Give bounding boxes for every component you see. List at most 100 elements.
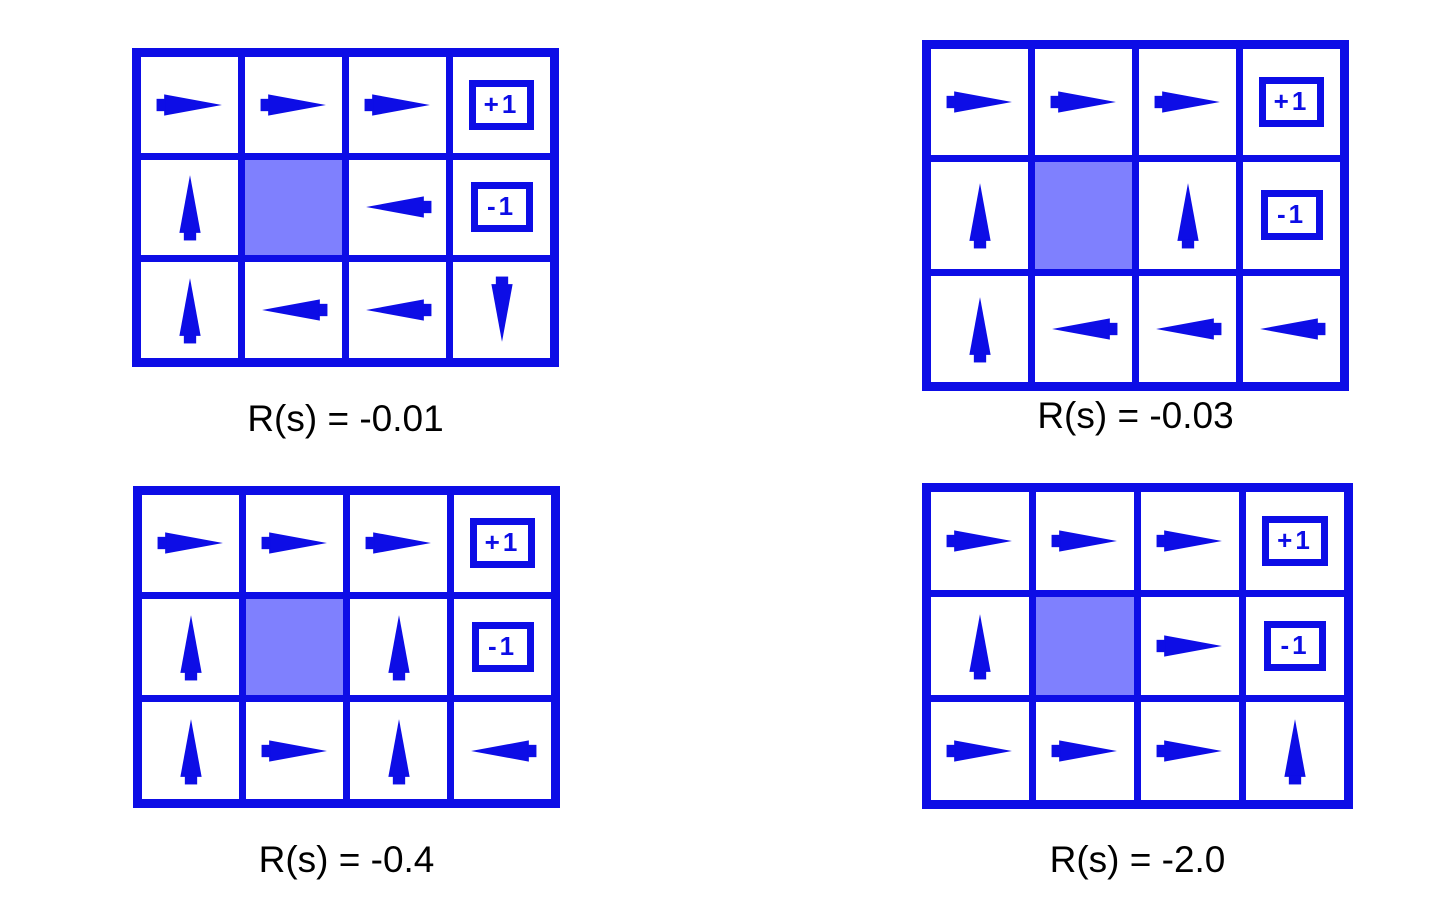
arrow-glyph: [365, 532, 431, 554]
terminal-reward-positive: +1: [469, 518, 536, 569]
arrow-glyph: [1156, 740, 1222, 762]
arrow-right-icon: [257, 723, 333, 779]
policy-cell: [1243, 275, 1340, 382]
arrow-glyph: [1156, 635, 1222, 657]
blocked-cell: [1035, 162, 1132, 269]
arrow-left-icon: [465, 723, 541, 779]
panel-top-right: +1-1: [922, 40, 1349, 391]
arrow-right-icon: [1152, 618, 1228, 674]
arrow-right-icon: [1047, 723, 1123, 779]
blocked-cell: [245, 159, 342, 256]
policy-cell: [350, 702, 447, 799]
terminal-cell: -1: [453, 159, 550, 256]
arrow-glyph: [946, 740, 1012, 762]
panel-caption-top-right: R(s) = -0.03: [1037, 395, 1234, 436]
terminal-cell: -1: [1246, 597, 1344, 695]
policy-cell: [141, 57, 238, 153]
arrow-up-icon: [952, 291, 1008, 367]
policy-cell: [246, 702, 343, 799]
arrow-right-icon: [1152, 513, 1228, 569]
arrow-glyph: [1051, 740, 1117, 762]
policy-cell: [1139, 275, 1236, 382]
arrow-right-icon: [1046, 74, 1122, 130]
policy-cell: [245, 262, 342, 358]
policy-cell: [245, 57, 342, 153]
blocked-cell: [246, 598, 343, 696]
policy-cell: [349, 159, 446, 256]
arrow-glyph: [261, 532, 327, 554]
arrow-glyph: [968, 296, 991, 363]
arrow-glyph: [156, 94, 222, 116]
arrow-right-icon: [256, 77, 332, 133]
policy-cell: [142, 702, 239, 799]
arrow-glyph: [179, 718, 202, 785]
arrow-right-icon: [153, 515, 229, 571]
terminal-reward-negative: -1: [1260, 190, 1323, 241]
arrow-glyph: [365, 299, 431, 321]
arrow-glyph: [365, 196, 431, 219]
arrow-glyph: [1176, 183, 1199, 249]
policy-cell: [1035, 275, 1132, 382]
policy-cell: [1141, 492, 1239, 590]
policy-cell: [931, 275, 1028, 382]
arrow-glyph: [946, 91, 1012, 113]
policy-cell: [453, 262, 550, 358]
policy-cell: [931, 49, 1028, 156]
policy-cell: [350, 598, 447, 696]
arrow-up-icon: [371, 609, 427, 685]
terminal-reward-negative: -1: [470, 182, 533, 233]
policy-cell: [142, 495, 239, 592]
arrow-glyph: [969, 614, 991, 680]
policy-cell: [1036, 492, 1134, 590]
policy-grid-panel-bottom-left: +1 -1: [133, 486, 560, 808]
policy-cell: [349, 57, 446, 153]
arrow-right-icon: [360, 77, 436, 133]
policy-cell: [1035, 49, 1132, 156]
arrow-glyph: [157, 532, 223, 554]
arrow-glyph: [1156, 530, 1222, 552]
policy-cell: [931, 597, 1029, 695]
panel-bottom-left: +1 -1: [133, 486, 560, 808]
arrow-glyph: [946, 530, 1012, 552]
arrow-right-icon: [942, 723, 1018, 779]
terminal-reward-negative: -1: [1264, 621, 1326, 671]
arrow-glyph: [1284, 719, 1306, 785]
arrow-glyph: [364, 94, 430, 116]
terminal-reward-positive: +1: [468, 79, 535, 130]
blocked-cell: [1036, 597, 1134, 695]
arrow-right-icon: [1152, 723, 1228, 779]
arrow-left-icon: [360, 179, 436, 235]
arrow-left-icon: [1150, 301, 1226, 357]
policy-cell: [1036, 702, 1134, 800]
arrow-up-icon: [162, 272, 218, 348]
arrow-glyph: [178, 175, 201, 241]
arrow-left-icon: [256, 282, 332, 338]
arrow-up-icon: [163, 713, 219, 789]
policy-cell: [1246, 702, 1344, 800]
panel-caption-bottom-left: R(s) = -0.4: [258, 839, 435, 880]
arrow-glyph: [1051, 530, 1117, 552]
policy-cell: [454, 702, 551, 799]
terminal-cell: -1: [1243, 162, 1340, 269]
arrow-right-icon: [361, 515, 437, 571]
arrow-right-icon: [152, 77, 228, 133]
policy-cell: [1141, 702, 1239, 800]
policy-grid-panel-top-right: +1-1: [922, 40, 1349, 391]
policy-cell: [141, 159, 238, 256]
policy-cell: [1139, 162, 1236, 269]
arrow-up-icon: [371, 713, 427, 789]
terminal-cell: +1: [453, 57, 550, 153]
arrow-right-icon: [942, 513, 1018, 569]
policy-cell: [349, 262, 446, 358]
arrow-right-icon: [257, 515, 333, 571]
arrow-up-icon: [163, 609, 219, 685]
policy-cell: [931, 702, 1029, 800]
panel-top-left: +1 -1: [132, 48, 559, 367]
terminal-cell: -1: [454, 598, 551, 696]
arrow-glyph: [261, 740, 327, 762]
arrow-glyph: [179, 615, 202, 681]
arrow-glyph: [387, 615, 410, 681]
arrow-up-icon: [1267, 713, 1323, 789]
arrow-glyph: [178, 278, 201, 344]
